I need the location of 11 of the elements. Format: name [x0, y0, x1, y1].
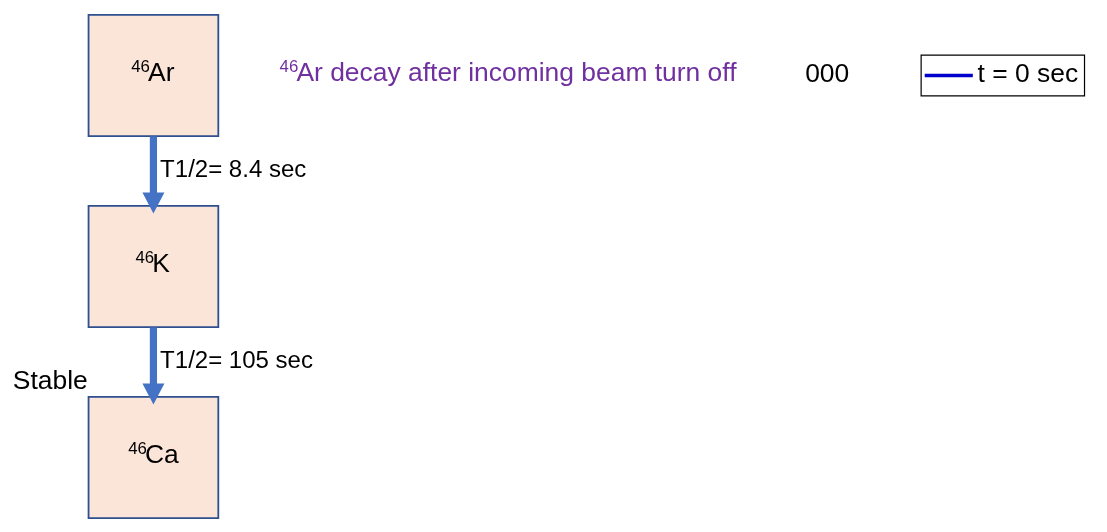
node-box: $^{46}$K	[87, 204, 220, 328]
edge-label: T1/2= 8.4 sec	[160, 154, 307, 182]
arrow	[142, 135, 165, 213]
legend-label: t = 0 sec	[977, 57, 1079, 88]
node-box: $^{46}$Ca	[87, 395, 220, 519]
edge-label: T1/2= 105 sec	[160, 345, 313, 373]
arrow	[142, 326, 165, 404]
node-box: $^{46}$Ar	[87, 13, 220, 137]
label: $^{46}$Ar decay after incoming beam turn off	[279, 56, 737, 87]
node-label: Stable	[12, 364, 88, 395]
label: 000	[805, 57, 850, 88]
